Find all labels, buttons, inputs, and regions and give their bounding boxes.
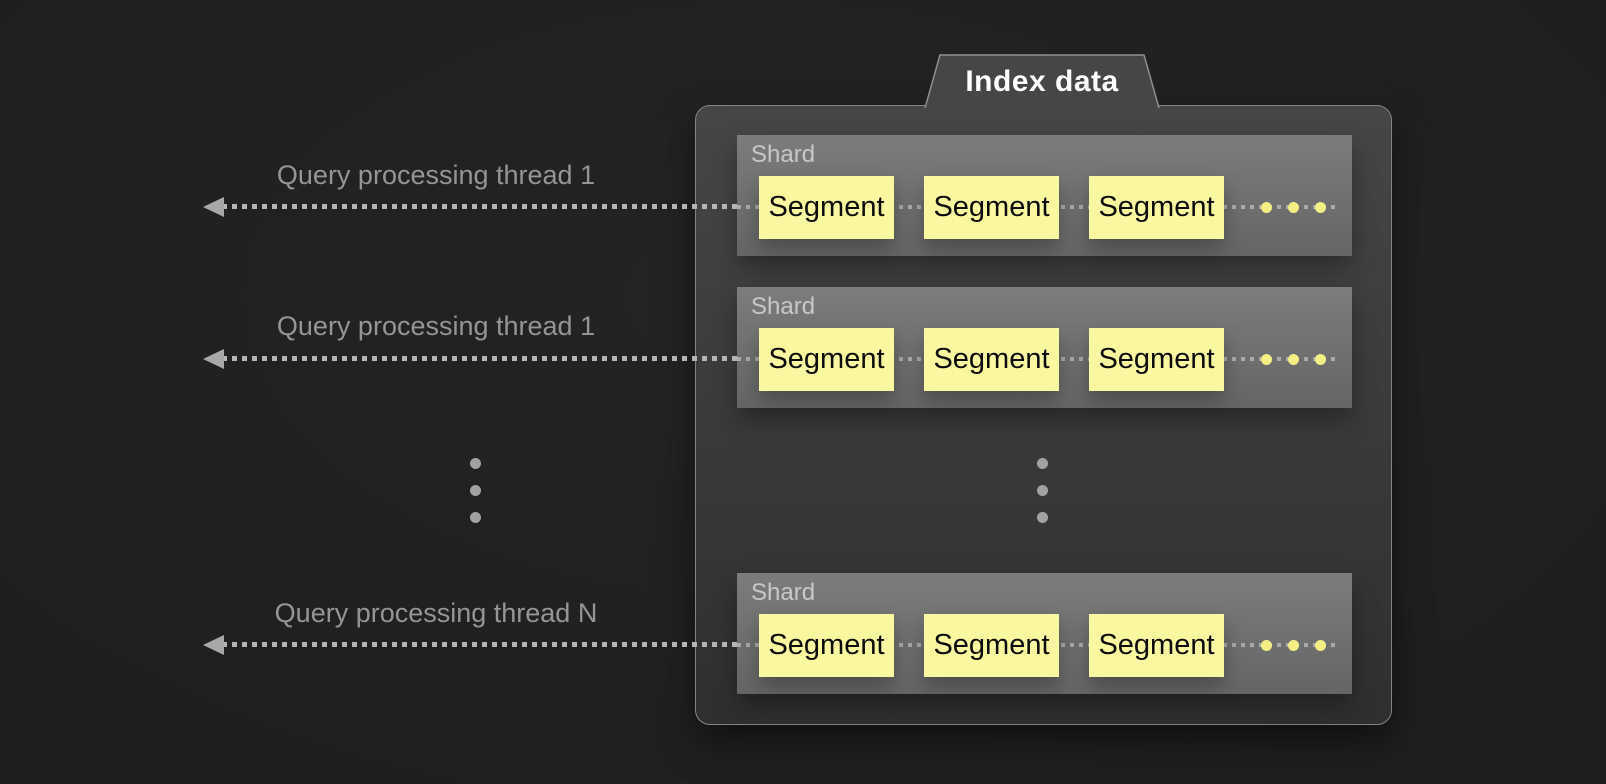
more-segments-ellipsis-icon — [1261, 354, 1326, 365]
index-data-tab: Index data — [920, 52, 1164, 108]
shard-label: Shard — [751, 141, 816, 168]
segment-box: Segment — [759, 176, 894, 239]
thread-label: Query processing thread 1 — [276, 160, 596, 190]
segment-box: Segment — [759, 614, 894, 677]
more-segments-ellipsis-icon — [1261, 640, 1326, 651]
dotted-arrow-line — [222, 642, 738, 647]
shard-box-2: Shard Segment Segment Segment — [737, 287, 1352, 408]
segment-box: Segment — [924, 176, 1059, 239]
dotted-arrow-line — [222, 356, 738, 361]
segment-box: Segment — [1089, 176, 1224, 239]
segment-row: Segment Segment Segment — [759, 328, 1326, 391]
arrowhead-icon — [203, 197, 224, 217]
shard-label: Shard — [751, 579, 816, 606]
segment-box: Segment — [924, 328, 1059, 391]
tab-shape — [924, 54, 1160, 108]
dotted-arrow-line — [222, 204, 738, 209]
segment-box: Segment — [1089, 328, 1224, 391]
shard-label: Shard — [751, 293, 816, 320]
shard-box-1: Shard Segment Segment Segment — [737, 135, 1352, 256]
thread-label: Query processing thread N — [274, 598, 598, 628]
segment-row: Segment Segment Segment — [759, 176, 1326, 239]
segment-box: Segment — [1089, 614, 1224, 677]
arrowhead-icon — [203, 349, 224, 369]
panel-title: Index data — [965, 65, 1119, 98]
segment-box: Segment — [924, 614, 1059, 677]
shard-box-n: Shard Segment Segment Segment — [737, 573, 1352, 694]
segment-row: Segment Segment Segment — [759, 614, 1326, 677]
index-data-panel: Shard Segment Segment Segment Shard Segm… — [695, 105, 1392, 725]
more-shards-ellipsis-icon — [1037, 458, 1048, 523]
thread-label: Query processing thread 1 — [276, 311, 596, 341]
more-threads-ellipsis-icon — [470, 458, 481, 523]
more-segments-ellipsis-icon — [1261, 202, 1326, 213]
segment-box: Segment — [759, 328, 894, 391]
arrowhead-icon — [203, 635, 224, 655]
